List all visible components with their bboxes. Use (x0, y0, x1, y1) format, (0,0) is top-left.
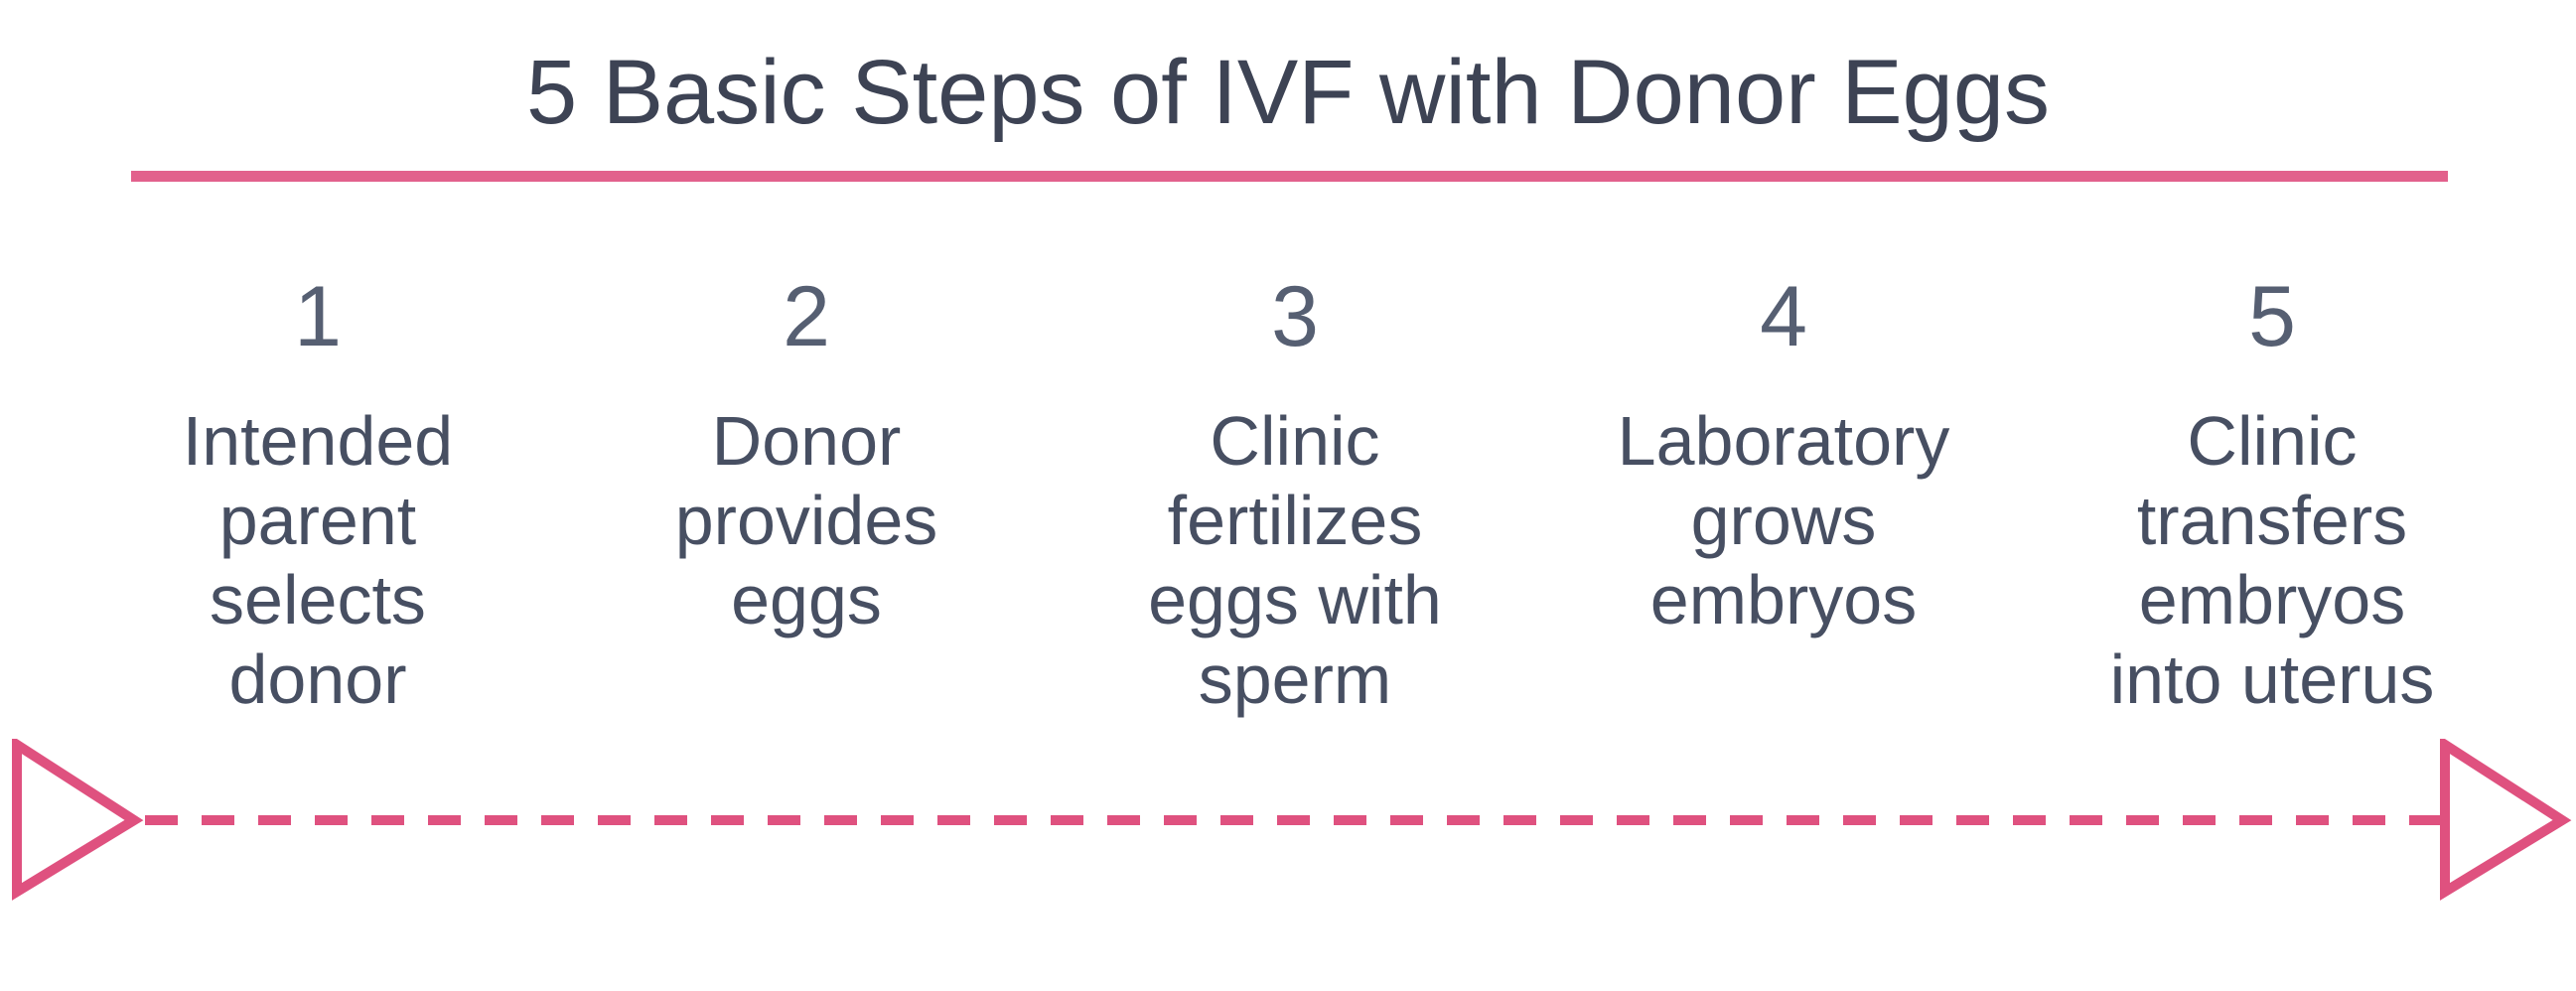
timeline-arrow (12, 739, 2572, 901)
page-title: 5 Basic Steps of IVF with Donor Eggs (525, 42, 2051, 143)
step-item-5: 5 Clinic transfers embryos into uterus (2028, 274, 2516, 719)
step-item-1: 1 Intended parent selects donor (73, 274, 562, 719)
step-description: Laboratory grows embryos (1617, 402, 1950, 638)
step-item-2: 2 Donor provides eggs (562, 274, 1051, 639)
step-number: 2 (783, 269, 830, 364)
step-description: Donor provides eggs (674, 402, 938, 638)
step-item-4: 4 Laboratory grows embryos (1539, 274, 2028, 639)
step-item-3: 3 Clinic fertilizes eggs with sperm (1051, 274, 1539, 719)
step-description: Intended parent selects donor (182, 402, 454, 718)
title-divider-rule (131, 171, 2448, 182)
step-number: 1 (294, 269, 342, 364)
step-description: Clinic fertilizes eggs with sperm (1148, 402, 1442, 718)
step-number: 5 (2248, 269, 2296, 364)
step-number: 4 (1760, 269, 1807, 364)
steps-row: 1 Intended parent selects donor 2 Donor … (73, 274, 2516, 719)
step-description: Clinic transfers embryos into uterus (2109, 402, 2435, 718)
arrowhead-left-icon (12, 739, 144, 901)
step-number: 3 (1271, 269, 1319, 364)
arrowhead-right-icon (2440, 739, 2572, 901)
